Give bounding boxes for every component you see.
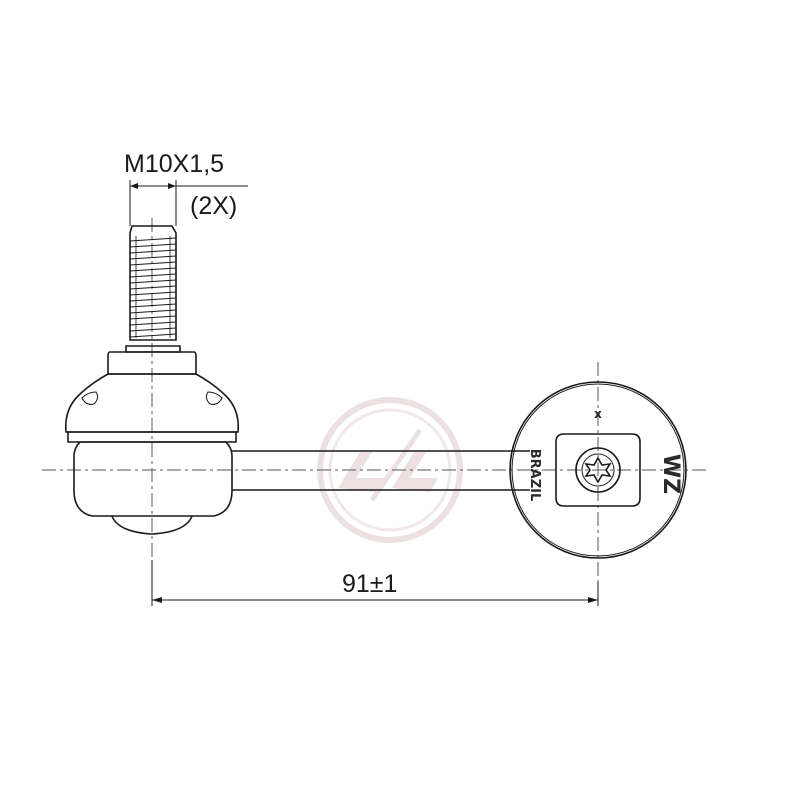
thread-line (129, 297, 177, 302)
link-bar (232, 450, 530, 491)
thread-line (129, 249, 177, 254)
length-dimension-label: 91±1 (342, 570, 397, 598)
thread-line (129, 273, 177, 278)
marker-x: x (594, 407, 602, 421)
thread-line (129, 321, 177, 326)
eye-markings: BRAZIL WZ x (527, 407, 683, 501)
ball-joint-housing (64, 345, 240, 535)
thread-line (129, 309, 177, 314)
eye-end (509, 381, 687, 559)
thread-line (129, 315, 177, 320)
thread-line (129, 285, 177, 290)
length-dimension: 91±1 (151, 560, 599, 606)
quantity-label: (2X) (190, 192, 237, 220)
thread-line (129, 267, 177, 272)
watermark-logo (317, 397, 463, 543)
thread-line (129, 333, 177, 338)
threaded-stud (129, 225, 177, 341)
part-mark: WZ (658, 454, 683, 494)
thread-line (129, 237, 177, 242)
thread-line (129, 279, 177, 284)
thread-line (129, 291, 177, 296)
origin-mark: BRAZIL (527, 449, 542, 502)
thread-dimension: M10X1,5 (2X) (124, 150, 248, 226)
thread-line (129, 303, 177, 308)
thread-root-lines (135, 236, 171, 338)
thread-spec-label: M10X1,5 (124, 150, 224, 178)
thread-line (129, 261, 177, 266)
thread-line (129, 327, 177, 332)
thread-line (129, 255, 177, 260)
thread-line (129, 243, 177, 248)
